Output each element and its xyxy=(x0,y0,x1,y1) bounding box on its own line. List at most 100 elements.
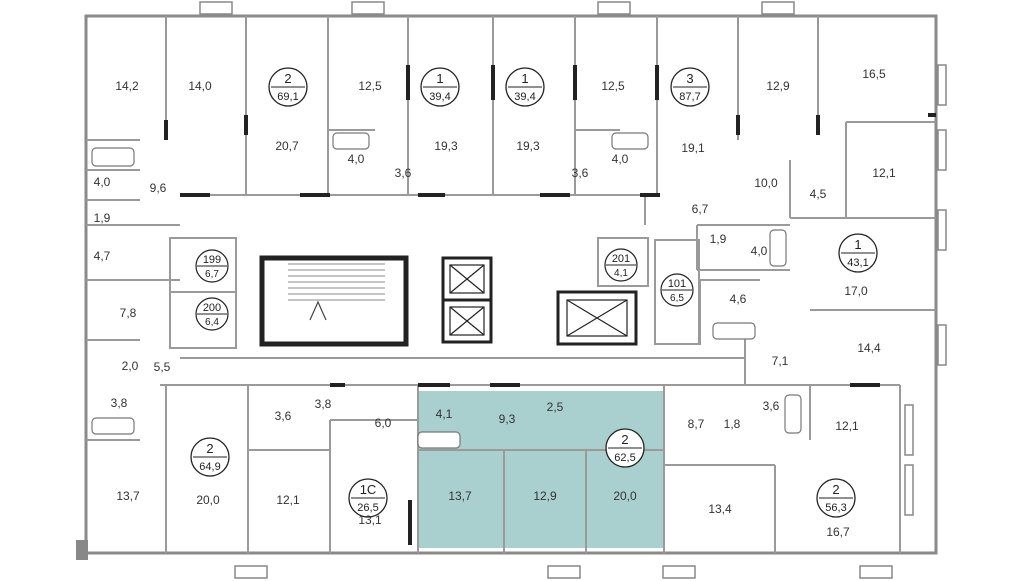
stair-left xyxy=(76,540,88,560)
apartment-rooms: 1 xyxy=(521,71,528,86)
room-area-label: 12,9 xyxy=(533,489,557,503)
room-area-label: 7,8 xyxy=(120,306,137,320)
room-area-label: 1,9 xyxy=(710,232,727,246)
apartment-badge[interactable]: 264,9 xyxy=(190,437,230,477)
room-area-label: 3,6 xyxy=(395,166,412,180)
windows-top xyxy=(199,1,795,15)
core xyxy=(169,237,700,349)
apartment-rooms: 1 xyxy=(436,71,443,86)
windows-right xyxy=(904,64,947,516)
room-area-label: 9,3 xyxy=(499,412,516,426)
apartment-rooms: 2 xyxy=(206,441,213,456)
storage-area: 6,5 xyxy=(670,293,684,304)
room-area-label: 14,2 xyxy=(115,79,139,93)
room-area-label: 10,0 xyxy=(754,176,778,190)
room-area-label: 3,6 xyxy=(572,166,589,180)
apartment-badge[interactable]: 1С 26,5 xyxy=(348,478,388,518)
room-area-label: 19,1 xyxy=(681,141,705,155)
storage-number: 101 xyxy=(668,278,686,290)
outer-wall xyxy=(84,14,938,555)
elevator-large xyxy=(556,290,638,346)
apartment-rooms: 2 xyxy=(832,482,839,497)
room-area-label: 2,5 xyxy=(547,400,564,414)
room-area-label: 16,5 xyxy=(862,67,886,81)
room-area-label: 12,1 xyxy=(835,419,859,433)
room-area-label: 12,5 xyxy=(601,79,625,93)
room-area-label: 19,3 xyxy=(516,139,540,153)
room-area-label: 4,6 xyxy=(730,292,747,306)
apartment-rooms: 2 xyxy=(621,432,628,447)
room-area-label: 1,8 xyxy=(724,417,741,431)
room-area-label: 2,0 xyxy=(122,359,139,373)
apartment-area: 56,3 xyxy=(825,502,846,514)
room-area-label: 9,6 xyxy=(150,181,167,195)
room-area-label: 6,7 xyxy=(692,202,709,216)
room-area-label: 6,0 xyxy=(375,416,392,430)
room-area-label: 17,0 xyxy=(844,284,868,298)
storage-number: 201 xyxy=(612,253,630,265)
room-area-label: 16,7 xyxy=(826,525,850,539)
room-area-label: 3,6 xyxy=(275,409,292,423)
room-area-label: 3,8 xyxy=(111,396,128,410)
staircase xyxy=(259,255,409,347)
apartment-badge[interactable]: 256,3 xyxy=(816,478,856,518)
room-area-label: 12,1 xyxy=(872,166,896,180)
apartment-rooms: 1С xyxy=(360,482,377,497)
storage-number: 200 xyxy=(203,302,221,314)
room-area-label: 4,5 xyxy=(810,187,827,201)
room-area-label: 12,9 xyxy=(766,79,790,93)
bathtubs xyxy=(91,132,802,449)
apartment-area: 26,5 xyxy=(357,502,378,514)
room-area-label: 7,1 xyxy=(772,354,789,368)
dark-walls xyxy=(164,65,936,545)
room-area-label: 4,0 xyxy=(348,152,365,166)
room-area-label: 3,8 xyxy=(315,397,332,411)
highlighted-apartment[interactable] xyxy=(418,391,664,548)
room-area-label: 8,7 xyxy=(688,417,705,431)
apartment-area: 62,5 xyxy=(614,452,635,464)
room-area-label: 13,4 xyxy=(708,502,732,516)
room-area-label: 19,3 xyxy=(434,139,458,153)
room-area-label: 4,0 xyxy=(751,244,768,258)
apartment-area: 64,9 xyxy=(199,461,220,473)
apartment-area: 39,4 xyxy=(429,91,450,103)
room-area-label: 4,0 xyxy=(94,175,111,189)
storage-number: 199 xyxy=(203,254,221,266)
room-area-label: 4,7 xyxy=(94,249,111,263)
apartment-area: 87,7 xyxy=(679,91,700,103)
windows-bottom xyxy=(234,565,893,579)
storage-area: 4,1 xyxy=(614,268,628,279)
room-area-label: 3,6 xyxy=(763,399,780,413)
room-area-label: 14,4 xyxy=(857,341,881,355)
room-area-label: 5,5 xyxy=(154,360,171,374)
room-area-label: 13,7 xyxy=(448,489,472,503)
apartment-badge[interactable]: 139,4 xyxy=(420,67,460,107)
room-area-label: 13,7 xyxy=(116,489,140,503)
room-area-label: 20,7 xyxy=(275,139,299,153)
room-area-label: 14,0 xyxy=(188,79,212,93)
apartment-badges: 269,1139,4139,4387,7143,1264,91С26,5262,… xyxy=(190,67,878,518)
apartment-area: 43,1 xyxy=(847,257,868,269)
apartment-badge[interactable]: 387,7 xyxy=(670,67,710,107)
apartment-area: 69,1 xyxy=(277,91,298,103)
apartment-rooms: 2 xyxy=(284,71,291,86)
storage-area: 6,7 xyxy=(205,269,219,280)
apartment-badge[interactable]: 262,5 xyxy=(605,428,645,468)
apartment-area: 39,4 xyxy=(514,91,535,103)
top-partitions xyxy=(86,16,936,345)
apartment-badge[interactable]: 143,1 xyxy=(838,233,878,273)
apartment-badge[interactable]: 139,4 xyxy=(505,67,545,107)
storage-area: 6,4 xyxy=(205,317,219,328)
bottom-partitions xyxy=(86,385,901,553)
room-area-label: 4,0 xyxy=(612,152,629,166)
apartment-badge[interactable]: 269,1 xyxy=(268,67,308,107)
apartment-rooms: 1 xyxy=(854,237,861,252)
room-area-label: 20,0 xyxy=(196,493,220,507)
